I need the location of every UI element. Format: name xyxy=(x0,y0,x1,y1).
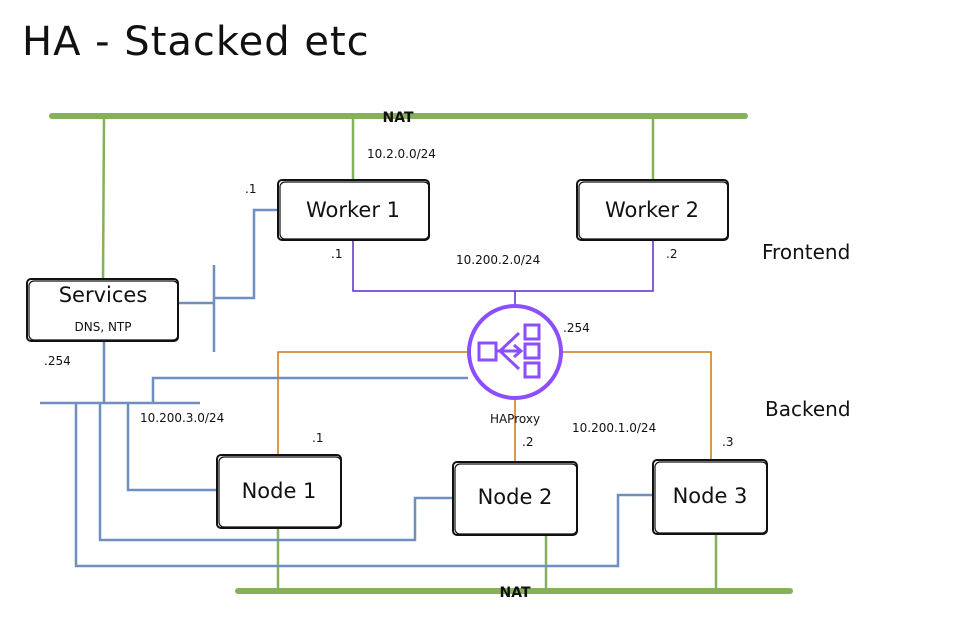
services-sublabel: DNS, NTP xyxy=(74,320,131,334)
node1-box[interactable]: Node 1 xyxy=(216,454,342,529)
subnet-frontend-label: 10.200.2.0/24 xyxy=(456,253,540,267)
subnet-backend-label: 10.200.1.0/24 xyxy=(572,421,656,435)
page-title: HA - Stacked etc xyxy=(22,19,370,65)
node2-box[interactable]: Node 2 xyxy=(452,461,578,536)
services-label: Services xyxy=(59,283,148,307)
bus-to-haproxy xyxy=(151,376,468,403)
backend-network-links xyxy=(277,351,712,462)
frontend-label: Frontend xyxy=(762,240,850,264)
node3-box[interactable]: Node 3 xyxy=(652,459,768,535)
node2-label: Node 2 xyxy=(478,485,553,509)
addr-worker2-front: .2 xyxy=(666,247,677,261)
node1-label: Node 1 xyxy=(242,479,317,503)
backend-to-node3 xyxy=(562,351,712,460)
worker1-box[interactable]: Worker 1 xyxy=(277,179,430,241)
nat-links xyxy=(49,113,793,594)
services-box[interactable]: Services DNS, NTP xyxy=(26,278,179,342)
load-balancer-icon[interactable] xyxy=(467,304,563,400)
frontend-bus xyxy=(352,240,654,292)
haproxy-label: HAProxy xyxy=(490,412,540,426)
bus-to-node2 xyxy=(98,403,455,542)
addr-node2: .2 xyxy=(522,435,533,449)
node3-label: Node 3 xyxy=(673,484,748,508)
backend-to-node1 xyxy=(277,351,468,455)
switch-to-worker1 xyxy=(214,208,280,300)
addr-worker1-mgmt: .1 xyxy=(245,182,256,196)
nat-top-label: NAT xyxy=(382,110,413,126)
worker2-box[interactable]: Worker 2 xyxy=(576,179,729,241)
addr-node1: .1 xyxy=(312,431,323,445)
worker2-label: Worker 2 xyxy=(605,198,699,222)
nat-bottom-label: NAT xyxy=(499,585,530,601)
addr-services: .254 xyxy=(44,354,71,368)
backend-label: Backend xyxy=(765,397,851,421)
nat-link-services xyxy=(101,115,106,281)
addr-worker1-front: .1 xyxy=(331,247,342,261)
bus-to-node3 xyxy=(74,403,655,568)
bus-to-node1 xyxy=(126,403,218,492)
addr-haproxy: .254 xyxy=(563,321,590,335)
frontend-network-links xyxy=(352,240,654,308)
subnet-services-label: 10.200.3.0/24 xyxy=(140,411,224,425)
addr-node3: .3 xyxy=(722,435,733,449)
worker1-label: Worker 1 xyxy=(306,198,400,222)
services-network-links xyxy=(40,208,655,568)
subnet-nat-worker-label: 10.2.0.0/24 xyxy=(367,147,436,161)
